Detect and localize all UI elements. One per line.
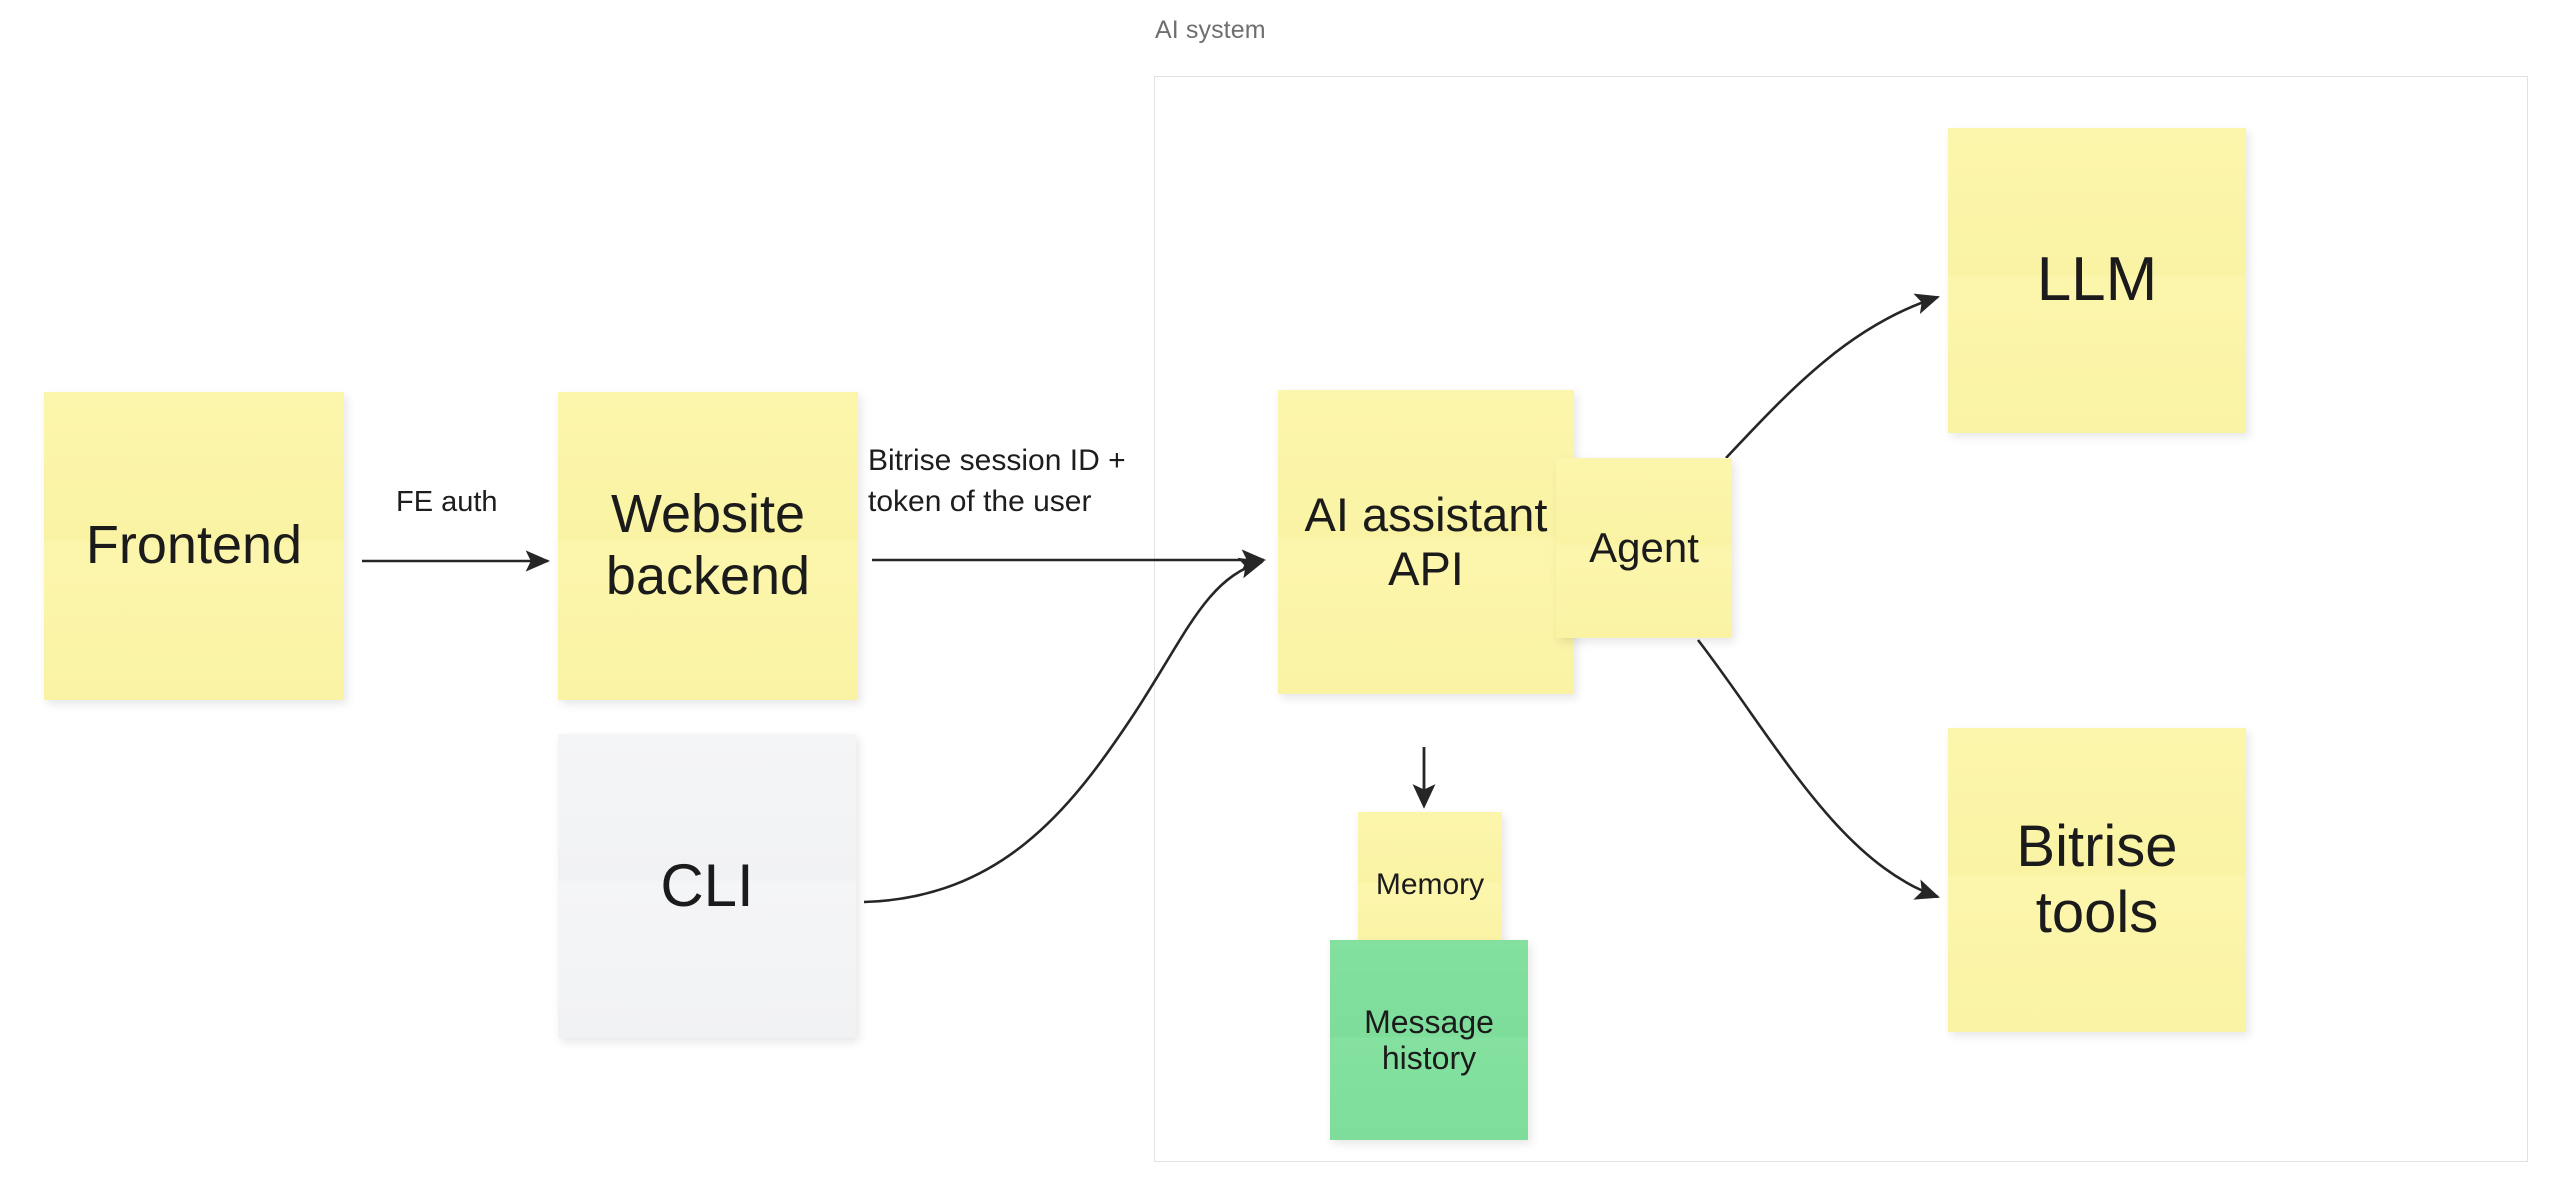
note-website-backend[interactable]: Website backend [558,392,858,700]
note-website-backend-label: Website backend [605,484,811,606]
note-agent[interactable]: Agent [1556,458,1732,638]
note-llm-label: LLM [2036,245,2158,315]
note-message-history[interactable]: Message history [1330,940,1528,1140]
edge-label-fe-auth: FE auth [396,486,498,518]
note-ai-assistant-api-label: AI assistant API [1304,488,1548,595]
group-label-ai-system: AI system [1155,16,1266,44]
note-agent-label: Agent [1589,524,1699,572]
note-cli-label: CLI [660,851,754,919]
note-bitrise-tools-label: Bitrise tools [2016,813,2178,945]
note-ai-assistant-api[interactable]: AI assistant API [1278,390,1574,694]
note-llm[interactable]: LLM [1948,128,2246,433]
note-memory-label: Memory [1375,867,1485,901]
note-frontend[interactable]: Frontend [44,392,344,700]
edge-label-session-token: Bitrise session ID + token of the user [868,444,1126,519]
note-cli[interactable]: CLI [558,734,856,1038]
note-bitrise-tools[interactable]: Bitrise tools [1948,728,2246,1032]
note-message-history-label: Message history [1364,1003,1494,1076]
note-memory[interactable]: Memory [1358,812,1502,958]
note-frontend-label: Frontend [85,515,303,576]
